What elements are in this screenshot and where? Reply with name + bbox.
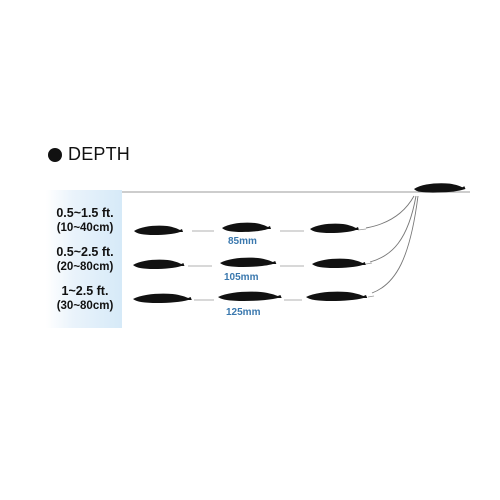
depth-cm-2: (20~80cm) (56, 261, 114, 273)
depth-cm-1: (10~40cm) (56, 222, 114, 234)
depth-cm-3: (30~80cm) (56, 300, 114, 312)
title-text: DEPTH (68, 144, 131, 164)
size-label-1: 85mm (228, 236, 257, 247)
lure-icon (134, 225, 183, 235)
lure-icon (218, 291, 282, 301)
lure-icon (133, 293, 192, 303)
size-label-2: 105mm (224, 272, 259, 283)
lure-icon (220, 257, 277, 267)
fishing-line-icon (371, 195, 419, 294)
connector-line (367, 295, 375, 298)
depth-label-row-2: 0.5~2.5 ft. (20~80cm) (48, 245, 122, 275)
fishing-line-icon (369, 195, 417, 263)
lure-icon (222, 222, 271, 232)
lure-icon (310, 223, 359, 233)
lure-icon (306, 291, 368, 301)
depth-ft-2: 0.5~2.5 ft. (56, 245, 114, 259)
lure-icon (312, 258, 366, 268)
lure-row-3: 125mm (133, 291, 375, 318)
lure-icon (414, 183, 466, 193)
connector-line (357, 228, 367, 231)
bullet-dot-icon (48, 147, 62, 162)
lure-row-2: 105mm (133, 257, 373, 283)
fishing-line-icon (365, 195, 415, 229)
depth-panel-background (46, 190, 122, 328)
depth-label-row-3: 1~2.5 ft. (30~80cm) (48, 284, 122, 314)
size-label-3: 125mm (226, 307, 261, 318)
connector-line (365, 262, 373, 265)
section-title: DEPTH (48, 144, 130, 165)
lure-icon (133, 259, 185, 269)
depth-ft-3: 1~2.5 ft. (61, 284, 109, 298)
depth-label-row-1: 0.5~1.5 ft. (10~40cm) (48, 206, 122, 236)
lure-row-1: 85mm (134, 222, 367, 247)
depth-ft-1: 0.5~1.5 ft. (56, 206, 114, 220)
